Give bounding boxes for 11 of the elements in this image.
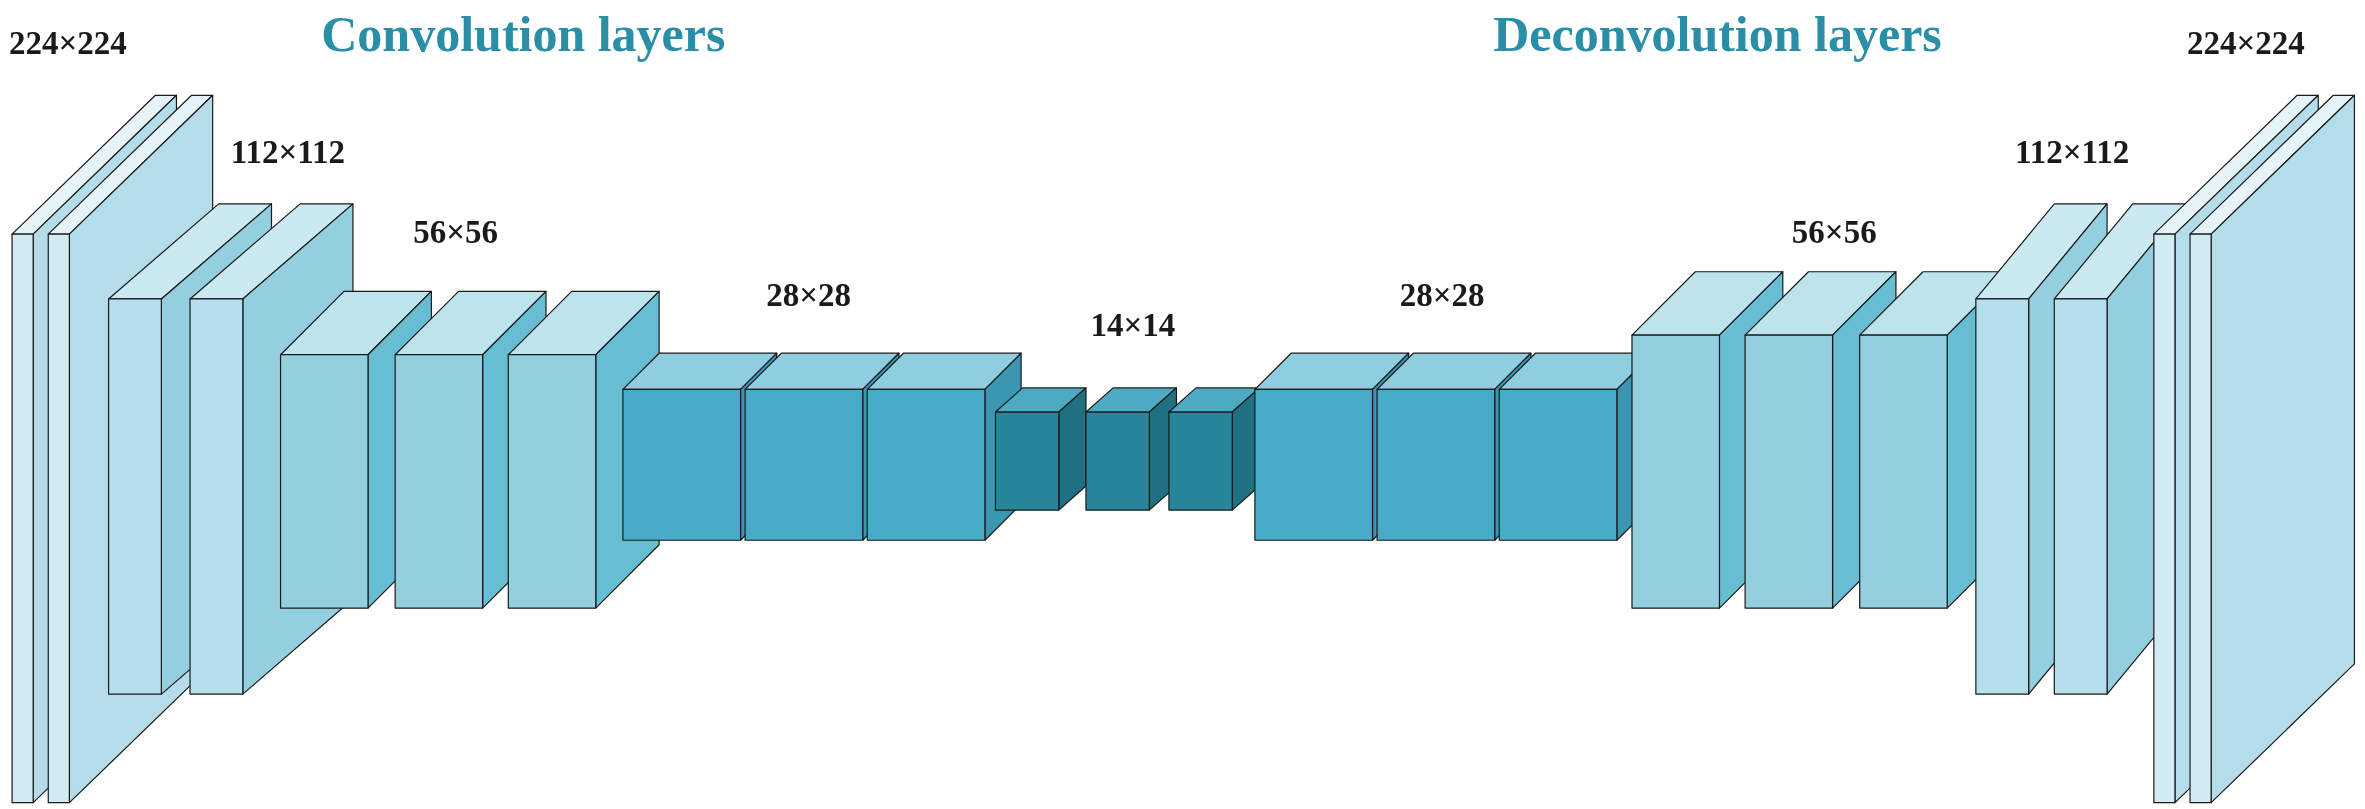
- dimension-label: 56×56: [1791, 215, 1877, 249]
- dimension-label: 28×28: [1399, 279, 1485, 313]
- section-heading: Deconvolution layers: [1493, 9, 1942, 60]
- dimension-label: 14×14: [1090, 309, 1176, 343]
- dimension-label: 56×56: [413, 215, 499, 249]
- dimension-label: 112×112: [230, 135, 345, 169]
- dimension-label: 224×224: [2187, 27, 2305, 61]
- section-heading: Convolution layers: [321, 9, 726, 60]
- dimension-label: 224×224: [9, 27, 127, 61]
- dimension-label: 28×28: [766, 279, 851, 313]
- dimension-label: 112×112: [2015, 135, 2130, 169]
